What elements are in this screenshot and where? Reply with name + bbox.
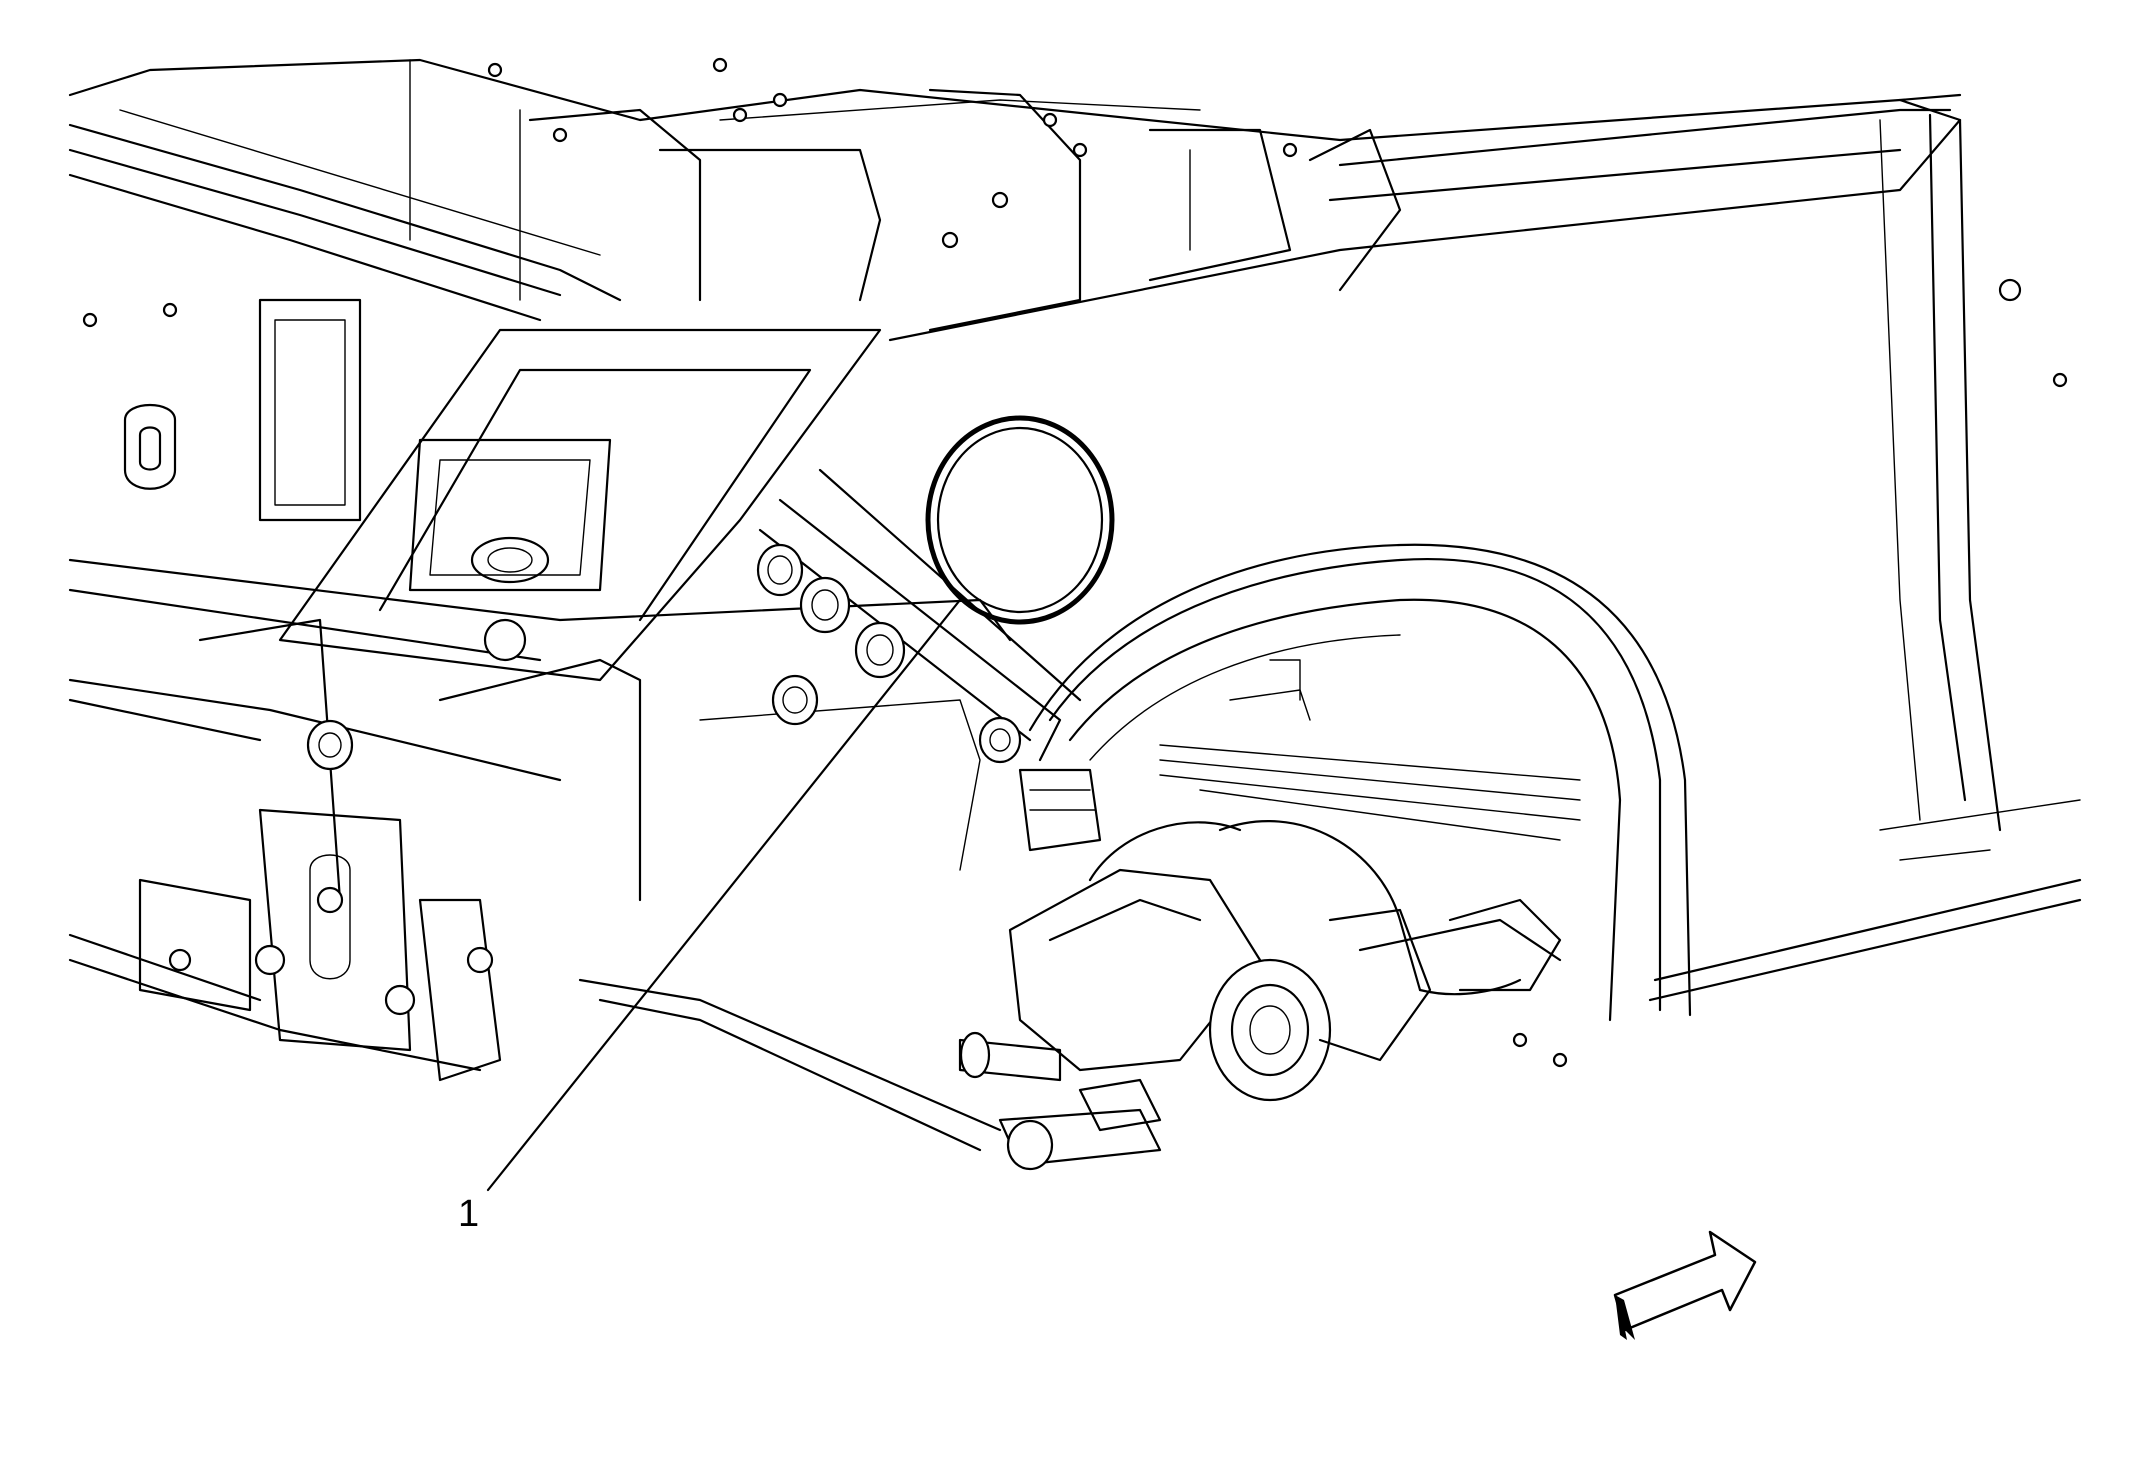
lower-left-bracket	[138, 808, 502, 1082]
grommets	[306, 543, 1022, 771]
upper-rail-structure	[68, 58, 1962, 332]
callout-1-leader	[486, 598, 962, 1192]
callout-1-label: 1	[458, 1193, 479, 1235]
quarter-panel	[888, 98, 2082, 1002]
direction-arrow-icon	[1613, 1230, 1757, 1340]
left-body-openings	[123, 298, 612, 592]
rear-suspension-assembly	[958, 768, 1562, 1171]
callout-1: 1	[458, 598, 962, 1235]
wheel-arch	[1028, 543, 1692, 1022]
access-hole-plug	[925, 415, 1115, 625]
fasteners	[82, 57, 2068, 1068]
